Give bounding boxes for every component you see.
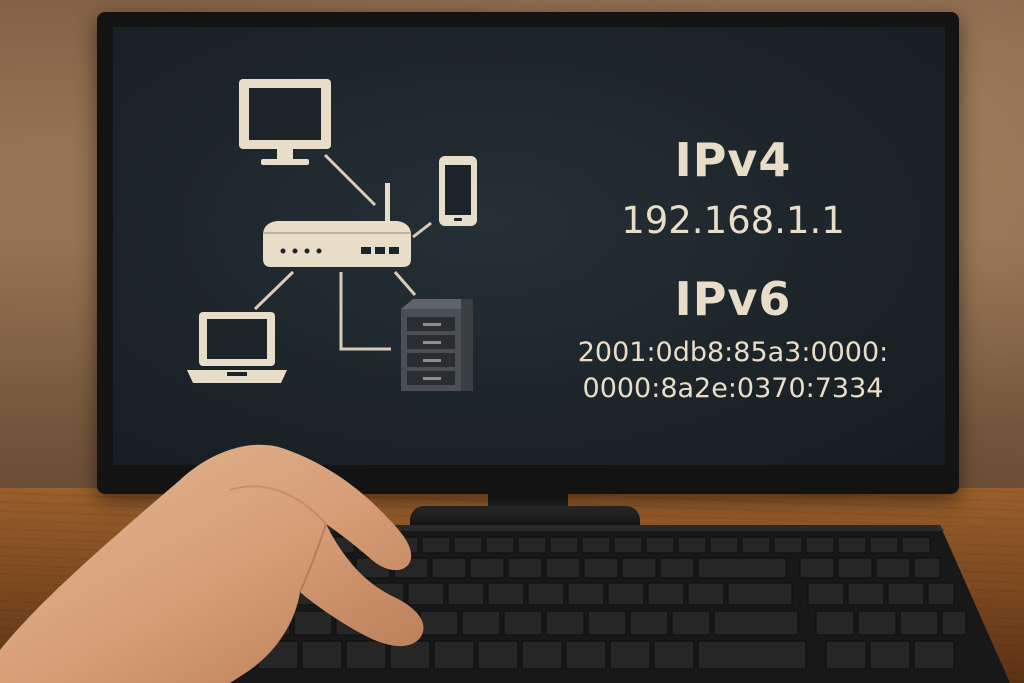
ipv6-label: IPv6 — [674, 272, 792, 326]
connection-lines — [253, 153, 432, 351]
line-phone-router — [412, 221, 432, 239]
hand-shape — [0, 444, 424, 683]
ipv6-address-line2: 0000:8a2e:0370:7334 — [582, 373, 884, 404]
monitor-screen: IPv4 192.168.1.1 IPv6 2001:0db8:85a3:000… — [113, 27, 945, 465]
line-router-server-2 — [393, 271, 417, 296]
desktop-monitor-icon — [239, 79, 331, 165]
server-icon — [401, 299, 473, 391]
ipv4-label: IPv4 — [674, 133, 792, 187]
network-diagram — [187, 79, 477, 391]
ipv6-address-line1: 2001:0db8:85a3:0000: — [577, 337, 889, 368]
finger-crease — [299, 523, 327, 593]
hand — [0, 444, 424, 683]
laptop-icon — [187, 312, 287, 383]
line-desktop-router — [323, 153, 377, 207]
router-icon — [263, 183, 411, 267]
line-router-server — [339, 272, 391, 351]
smartphone-icon — [439, 156, 477, 226]
keyboard-keys[interactable] — [89, 536, 967, 670]
knuckle-shade — [229, 485, 327, 525]
line-router-laptop — [253, 270, 295, 311]
ipv4-address: 192.168.1.1 — [621, 199, 845, 242]
